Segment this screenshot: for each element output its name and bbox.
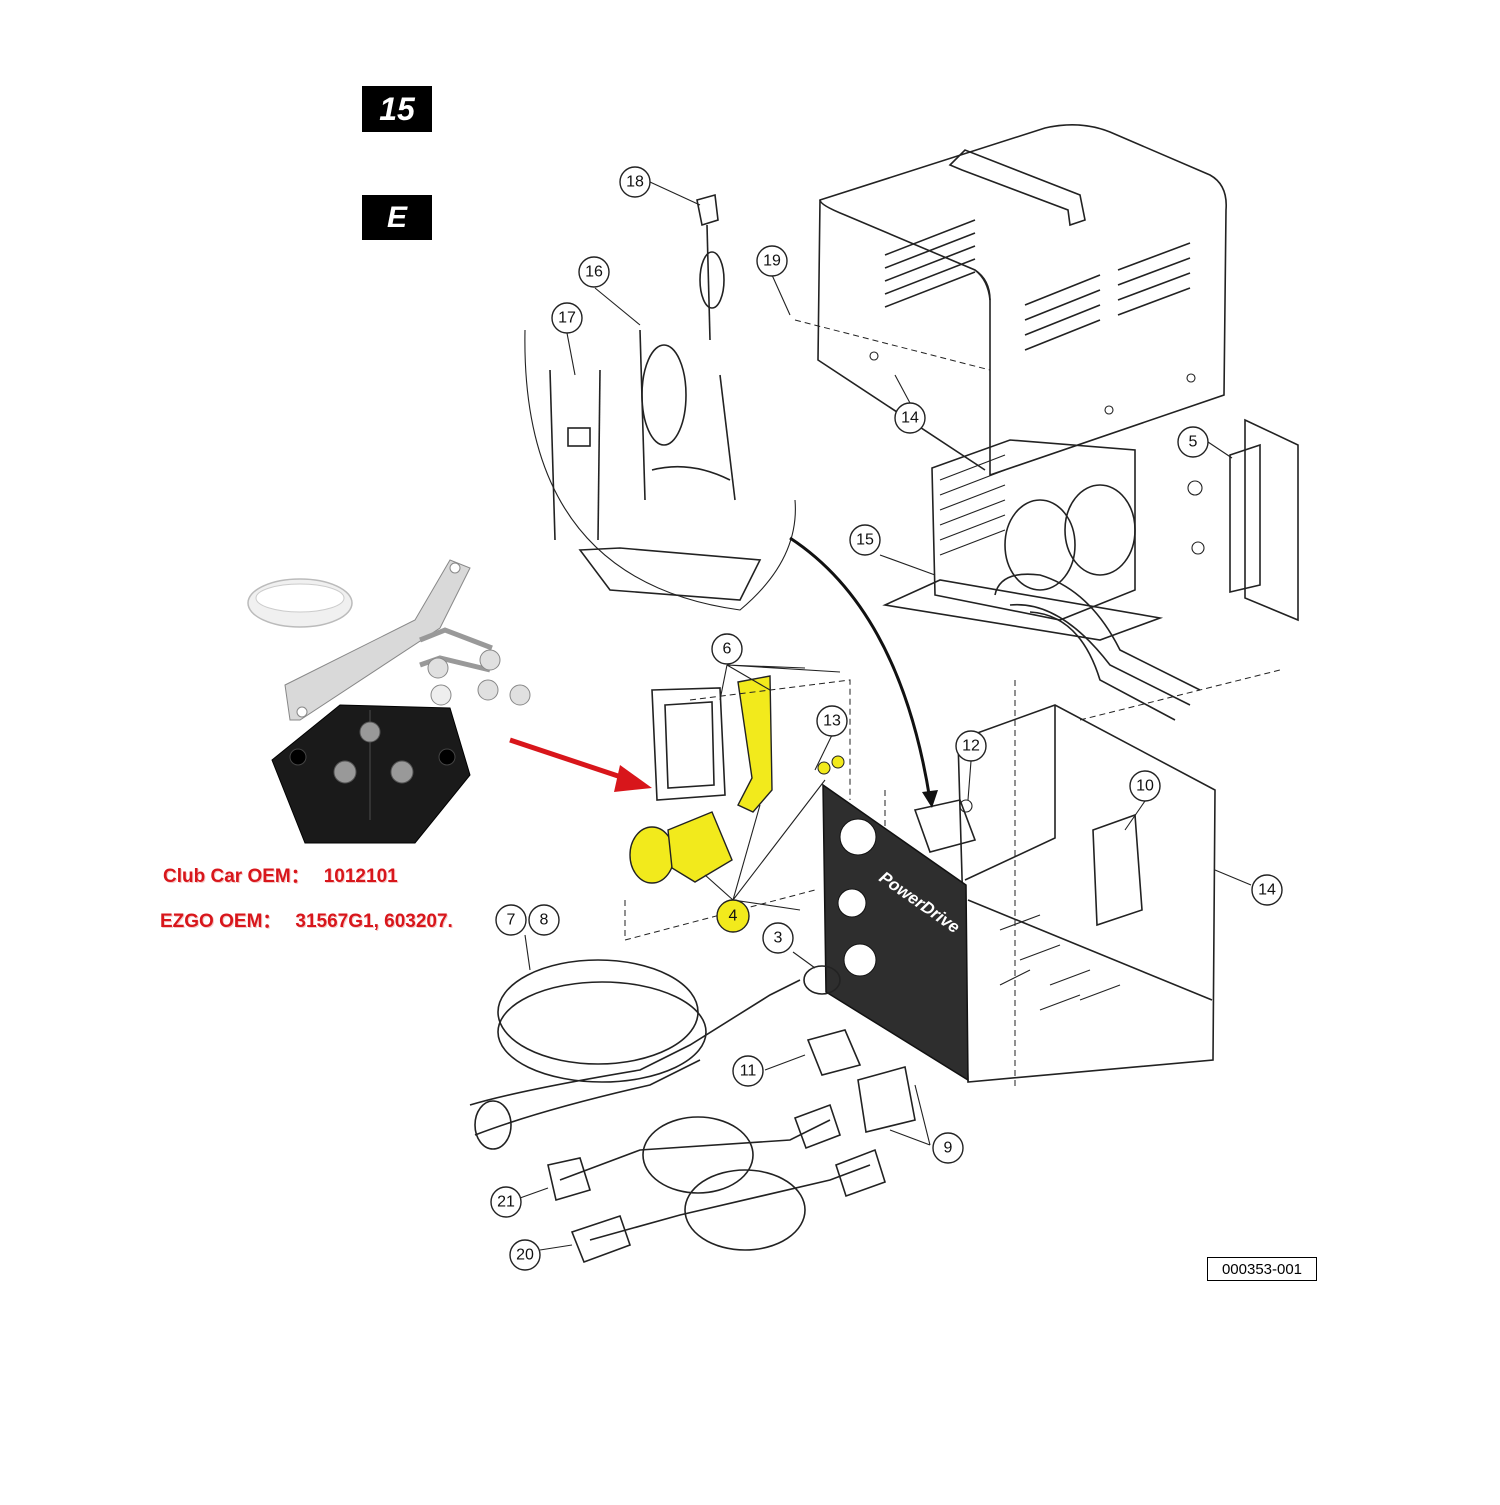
callout-10: 10 xyxy=(1129,770,1161,802)
svg-text:13: 13 xyxy=(823,713,841,730)
callout-13: 13 xyxy=(816,705,848,737)
inset-pointer-head xyxy=(922,790,938,808)
breaker xyxy=(913,799,977,853)
callout-18: 18 xyxy=(619,166,651,198)
svg-text:14: 14 xyxy=(901,410,919,427)
red-pointer-arrow xyxy=(509,737,652,792)
callout-21: 21 xyxy=(490,1186,522,1218)
svg-text:20: 20 xyxy=(516,1247,534,1264)
callout-14-right: 14 xyxy=(1251,874,1283,906)
svg-text:6: 6 xyxy=(723,641,732,658)
transformer xyxy=(882,439,1201,721)
svg-text:3: 3 xyxy=(774,930,783,947)
inset-pointer-line xyxy=(789,536,932,801)
svg-text:7: 7 xyxy=(507,912,516,929)
front-panel: PowerDrive xyxy=(822,783,969,1082)
circuit-board xyxy=(1092,813,1143,927)
club-car-oem-label: Club Car OEM： xyxy=(163,866,310,887)
leader-lines xyxy=(519,181,1252,1251)
assembly-guides xyxy=(624,319,1281,1090)
callout-19: 19 xyxy=(756,245,788,277)
svg-text:15: 15 xyxy=(856,532,874,549)
wire-harness-inset xyxy=(524,193,796,611)
ezgo-oem-value: 31567G1, 603207. xyxy=(295,911,453,932)
svg-text:9: 9 xyxy=(944,1140,953,1157)
charger-cover xyxy=(817,124,1227,477)
club-car-oem-line: Club Car OEM： 1012101 xyxy=(163,861,398,888)
terminal-board xyxy=(1187,418,1299,622)
callout-15: 15 xyxy=(849,524,881,556)
svg-text:11: 11 xyxy=(740,1063,757,1080)
callout-3: 3 xyxy=(762,922,794,954)
svg-text:19: 19 xyxy=(763,253,781,270)
club-car-oem-value: 1012101 xyxy=(323,866,398,887)
callouts: 18 16 17 19 14 5 15 6 13 12 10 14 4 7 8 … xyxy=(490,166,1283,1271)
callout-20: 20 xyxy=(509,1239,541,1271)
svg-text:16: 16 xyxy=(585,264,603,281)
callout-5: 5 xyxy=(1177,426,1209,458)
callout-6: 6 xyxy=(711,633,743,665)
svg-text:17: 17 xyxy=(558,310,576,327)
svg-text:4: 4 xyxy=(729,908,738,925)
chassis xyxy=(957,704,1216,1083)
svg-text:14: 14 xyxy=(1258,882,1276,899)
svg-text:12: 12 xyxy=(962,738,980,755)
svg-text:8: 8 xyxy=(540,912,549,929)
section-letter-badge: E xyxy=(362,195,432,240)
callout-4-highlighted: 4 xyxy=(716,899,750,933)
callout-8: 8 xyxy=(528,904,560,936)
dc-receptacle-highlighted xyxy=(629,675,845,884)
callout-17: 17 xyxy=(551,302,583,334)
callout-11: 11 xyxy=(732,1055,764,1087)
figure-code-box: 000353-001 xyxy=(1207,1257,1317,1281)
small-parts xyxy=(803,965,916,1133)
svg-text:21: 21 xyxy=(497,1194,515,1211)
callout-14-top: 14 xyxy=(894,402,926,434)
callout-9: 9 xyxy=(932,1132,964,1164)
product-photo xyxy=(247,559,531,844)
ezgo-oem-line: EZGO OEM： 31567G1, 603207. xyxy=(160,906,453,933)
svg-text:18: 18 xyxy=(626,174,644,191)
svg-text:5: 5 xyxy=(1189,434,1198,451)
callout-16: 16 xyxy=(578,256,610,288)
callout-12: 12 xyxy=(955,730,987,762)
iec-cords xyxy=(547,1103,886,1264)
ammeter xyxy=(651,687,726,801)
callout-7: 7 xyxy=(495,904,527,936)
svg-text:10: 10 xyxy=(1136,778,1154,795)
ezgo-oem-label: EZGO OEM： xyxy=(160,911,282,932)
ac-cord xyxy=(469,959,801,1150)
page-number-badge: 15 xyxy=(362,86,432,132)
